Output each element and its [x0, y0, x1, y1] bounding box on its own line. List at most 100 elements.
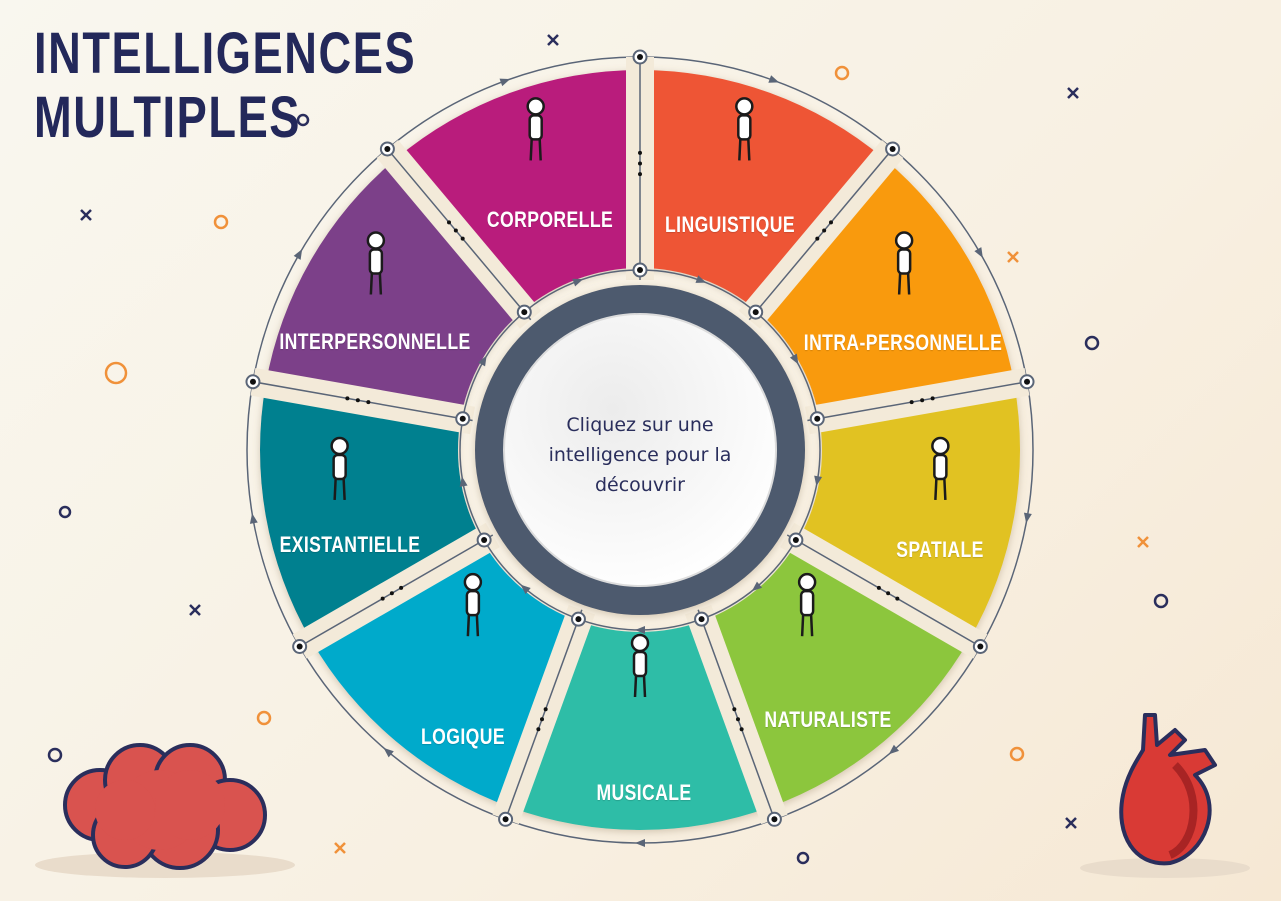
segment-label-interpersonnelle[interactable]: INTERPERSONNELLE: [279, 329, 471, 354]
cross-decoration: [1067, 87, 1079, 99]
circle-decoration: [104, 361, 128, 385]
divider-dot: [895, 596, 900, 601]
arrow-icon: [768, 75, 780, 83]
segment-label-musicale[interactable]: MUSICALE: [596, 780, 692, 805]
page-title: INTELLIGENCES MULTIPLES: [34, 22, 416, 150]
cross-decoration: [1065, 817, 1077, 829]
circle-decoration: [1084, 335, 1100, 351]
divider-dot: [540, 717, 545, 722]
divider-dot: [815, 236, 820, 241]
divider-dot: [380, 596, 385, 601]
segment-label-intra-personnelle[interactable]: INTRA-PERSONNELLE: [803, 330, 1003, 355]
segment-label-spatiale[interactable]: SPATIALE: [896, 537, 984, 562]
divider-dot: [536, 727, 541, 732]
circle-decoration: [213, 214, 229, 230]
gardener-watering-icon: [797, 572, 817, 637]
arrow-icon: [520, 584, 531, 595]
segment-intra-personnelle[interactable]: [756, 158, 1015, 419]
skateboarder-icon: [526, 97, 545, 161]
circle-decoration: [1009, 746, 1025, 762]
divider-dot: [366, 400, 371, 405]
divider-dot: [735, 717, 740, 722]
idea-person-icon: [463, 572, 483, 637]
arrow-icon: [888, 744, 900, 755]
arrow-icon: [1023, 512, 1032, 524]
divider-dot: [543, 707, 548, 712]
center-prompt[interactable]: Cliquez sur une intelligence pour la déc…: [548, 414, 732, 496]
divider-dot: [920, 398, 925, 403]
circle-decoration: [47, 747, 63, 763]
divider-line: [786, 534, 981, 648]
arrow-icon: [635, 626, 645, 634]
arrow-icon: [499, 78, 511, 87]
divider-dot: [355, 398, 360, 403]
title-line-1: INTELLIGENCES: [34, 21, 417, 86]
thinking-person-icon: [894, 231, 914, 295]
arrow-icon: [572, 278, 584, 287]
divider-dot: [930, 396, 935, 401]
divider-dot: [876, 585, 881, 590]
segment-existantielle[interactable]: [259, 384, 483, 640]
arrow-icon: [249, 513, 258, 524]
divider-dot: [345, 396, 350, 401]
center-button[interactable]: [503, 313, 777, 587]
segment-musicale[interactable]: [510, 621, 770, 831]
divider-dot: [909, 400, 914, 405]
divider-dot: [638, 161, 642, 166]
arrow-icon: [814, 475, 823, 487]
segment-corporelle[interactable]: [395, 70, 640, 311]
divider-line: [697, 609, 776, 820]
brain-icon: [35, 743, 295, 878]
divider-dot: [460, 236, 465, 241]
divider-line: [386, 148, 532, 321]
arrow-icon: [789, 353, 799, 365]
segment-spatiale[interactable]: [797, 384, 1021, 640]
cross-decoration: [334, 842, 346, 854]
arrow-icon: [751, 581, 763, 592]
segment-label-existantielle[interactable]: EXISTANTIELLE: [279, 532, 421, 557]
divider-line: [748, 148, 894, 321]
hiker-mountains-icon: [931, 436, 950, 501]
segment-label-corporelle[interactable]: CORPORELLE: [486, 207, 614, 232]
arrow-icon: [293, 249, 303, 260]
circle-decoration: [834, 65, 850, 81]
divider-line: [807, 381, 1028, 422]
divider-dot: [638, 150, 642, 155]
divider-line: [252, 381, 473, 422]
divider-line: [504, 609, 583, 820]
divider-dot: [638, 172, 642, 177]
theater-speaker-icon: [735, 97, 754, 161]
arrow-icon: [478, 355, 487, 367]
arrow-icon: [974, 247, 983, 258]
segment-interpersonnelle[interactable]: [265, 158, 524, 419]
arrow-icon: [383, 747, 394, 758]
heart-icon: [1080, 713, 1250, 878]
circle-decoration: [256, 710, 272, 726]
divider-dot: [389, 591, 394, 596]
segment-label-logique[interactable]: LOGIQUE: [421, 724, 505, 749]
divider-dot: [453, 228, 458, 233]
circle-decoration: [1153, 593, 1169, 609]
divider-dot: [829, 220, 834, 225]
group-hug-icon: [366, 231, 386, 295]
segment-linguistique[interactable]: [640, 70, 885, 311]
arrow-icon: [635, 839, 645, 847]
divider-dot: [446, 220, 451, 225]
circle-decoration: [58, 505, 72, 519]
cross-decoration: [1137, 536, 1149, 548]
cross-decoration: [1007, 251, 1019, 263]
cross-decoration: [189, 604, 201, 616]
circle-decoration: [296, 113, 310, 127]
arrow-icon: [459, 476, 468, 487]
cross-decoration: [547, 34, 559, 46]
stargazer-icon: [330, 436, 349, 501]
segment-label-naturaliste[interactable]: NATURALISTE: [764, 707, 892, 732]
divider-dot: [739, 727, 744, 732]
divider-dot: [822, 228, 827, 233]
guitarist-icon: [630, 633, 650, 698]
segment-label-linguistique[interactable]: LINGUISTIQUE: [665, 212, 795, 237]
circle-decoration: [796, 851, 810, 865]
cross-decoration: [80, 209, 92, 221]
divider-dot: [399, 585, 404, 590]
